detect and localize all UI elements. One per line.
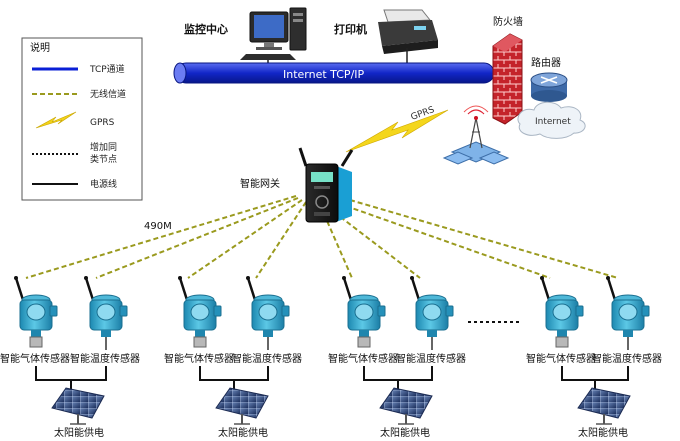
monitor-center-label: 监控中心	[184, 22, 228, 36]
wireless-link-8	[349, 199, 619, 279]
cloud-icon	[517, 101, 586, 139]
legend-power-label: 电源线	[90, 178, 117, 190]
legend-tcp-label: TCP通道	[89, 63, 125, 75]
temperature-sensor-icon	[246, 276, 290, 350]
monitor-center: 监控中心	[184, 7, 307, 66]
smart-gateway: 智能网关	[240, 147, 354, 223]
firewall-label: 防火墙	[493, 15, 523, 28]
legend: 说明 TCP通道 无线信道 GPRS 增加同 类节点 电源线	[21, 37, 143, 201]
internet-cloud: Internet	[517, 101, 586, 139]
sensor-group-1: 智能气体传感器智能温度传感器太阳能供电	[0, 276, 140, 439]
temperature-sensor-label: 智能温度传感器	[592, 352, 662, 365]
gprs-bolt-icon	[345, 109, 449, 153]
firewall: 防火墙	[492, 15, 523, 125]
gas-sensor-icon	[540, 276, 584, 348]
sensor-groups: 智能气体传感器智能温度传感器太阳能供电智能气体传感器智能温度传感器太阳能供电智能…	[0, 276, 662, 439]
solar-power-label: 太阳能供电	[380, 426, 430, 439]
temperature-sensor-label: 智能温度传感器	[232, 352, 302, 365]
legend-title: 说明	[30, 41, 50, 54]
power-line	[363, 366, 433, 381]
solar-power-label: 太阳能供电	[218, 426, 268, 439]
printer: 打印机	[334, 9, 438, 64]
wireless-link-4	[255, 201, 307, 279]
wireless-link-5	[323, 213, 353, 279]
base-station-icon	[442, 105, 510, 165]
power-line	[561, 366, 629, 381]
pc-tower-icon	[289, 7, 307, 51]
solar-power-label: 太阳能供电	[54, 426, 104, 439]
gas-sensor-icon	[178, 276, 222, 348]
temperature-sensor-label: 智能温度传感器	[70, 352, 140, 365]
solar-panel-icon	[577, 387, 631, 425]
internet-bus: Internet TCP/IP	[173, 62, 495, 84]
legend-gprs-label: GPRS	[90, 118, 115, 128]
gprs-link: GPRS	[345, 105, 449, 153]
link-490m-label: 490M	[144, 221, 172, 232]
gas-sensor-label: 智能气体传感器	[164, 352, 234, 365]
gas-sensor-label: 智能气体传感器	[526, 352, 596, 365]
gateway-icon	[298, 147, 354, 223]
gateway-label: 智能网关	[240, 177, 280, 190]
temperature-sensor-icon	[410, 276, 454, 350]
solar-panel-icon	[51, 387, 105, 425]
gas-sensor-label: 智能气体传感器	[328, 352, 398, 365]
gas-sensor-icon	[14, 276, 58, 348]
power-line	[199, 366, 269, 381]
temperature-sensor-label: 智能温度传感器	[396, 352, 466, 365]
bus-label: Internet TCP/IP	[283, 68, 365, 81]
wireless-links	[25, 195, 619, 279]
legend-more-label: 增加同	[90, 141, 117, 153]
router: 路由器	[530, 56, 568, 108]
temperature-sensor-icon	[606, 276, 650, 350]
wireless-link-3	[187, 199, 303, 279]
wireless-link-7	[345, 205, 551, 279]
legend-gprs-bolt-icon	[35, 111, 77, 129]
wireless-link-1	[25, 195, 297, 279]
router-label: 路由器	[531, 56, 561, 69]
wireless-link-6	[333, 211, 421, 279]
legend-wireless-label: 无线信道	[90, 88, 126, 100]
power-line	[35, 366, 107, 381]
cloud-label: Internet	[535, 117, 571, 127]
printer-label: 打印机	[334, 22, 367, 36]
keyboard-icon	[240, 54, 296, 60]
printer-icon	[378, 9, 438, 64]
gas-sensor-label: 智能气体传感器	[0, 352, 70, 365]
solar-panel-icon	[379, 387, 433, 425]
router-icon	[530, 72, 568, 102]
gas-sensor-icon	[342, 276, 386, 348]
temperature-sensor-icon	[84, 276, 128, 350]
solar-power-label: 太阳能供电	[578, 426, 628, 439]
wireless-link-2	[95, 197, 299, 279]
solar-panel-icon	[215, 387, 269, 425]
legend-box	[21, 37, 143, 201]
legend-more-label-2: 类节点	[90, 153, 117, 165]
base-station	[442, 105, 510, 165]
